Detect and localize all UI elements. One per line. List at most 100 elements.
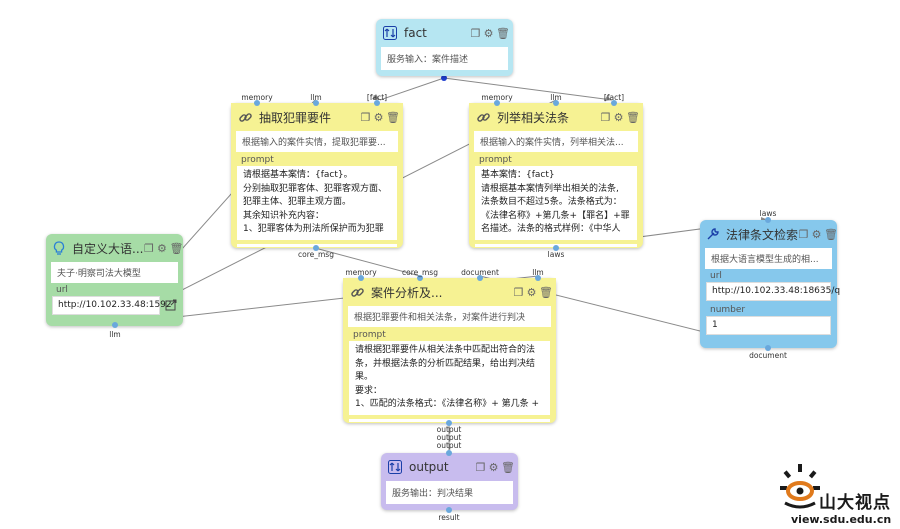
llm-node[interactable]: 自定义大语... ❐ ⚙ 🗑 夫子·明察司法大模型 url http://10.… bbox=[46, 234, 183, 326]
fact-node[interactable]: fact ❐ ⚙ 🗑 服务输入：案件描述 bbox=[376, 19, 513, 76]
output-node[interactable]: output ❐ ⚙ 🗑 服务输出：判决结果 bbox=[381, 453, 518, 510]
node-description: 服务输出：判决结果 bbox=[386, 481, 513, 504]
io-icon bbox=[387, 459, 403, 475]
port-label: llm bbox=[109, 330, 121, 339]
port-label: output bbox=[436, 433, 462, 442]
prompt-line: 基本案情：{fact} bbox=[481, 170, 555, 180]
prompt-line: 分别抽取犯罪客体、犯罪客观方面、 bbox=[243, 183, 388, 194]
port-output-out[interactable] bbox=[446, 507, 452, 513]
prompt-textarea[interactable]: 基本案情：{fact} 请根据基本案情列举出相关的法条, 法条数目不超过5条。法… bbox=[475, 166, 637, 240]
copy-icon[interactable]: ❐ bbox=[513, 285, 524, 299]
prompt-line: 法条数目不超过5条。法条格式为： bbox=[481, 197, 622, 207]
port-analysis-llm[interactable] bbox=[535, 275, 541, 281]
gear-icon[interactable]: ⚙ bbox=[488, 460, 499, 474]
port-laws-fact[interactable] bbox=[611, 100, 617, 106]
gear-icon[interactable]: ⚙ bbox=[811, 227, 822, 241]
port-search-out[interactable] bbox=[765, 345, 771, 351]
node-title: 自定义大语... bbox=[72, 241, 144, 256]
gear-icon[interactable]: ⚙ bbox=[613, 110, 624, 124]
prompt-line: 条，并根据法条的分析匹配结果，给出判决结 bbox=[355, 358, 536, 369]
trash-icon[interactable]: 🗑 bbox=[501, 460, 515, 474]
node-title: 法律条文检索 bbox=[726, 227, 799, 242]
trash-icon[interactable]: 🗑 bbox=[824, 227, 838, 241]
port-label: document bbox=[749, 351, 787, 360]
port-output-in[interactable] bbox=[446, 450, 452, 456]
port-label: memory bbox=[345, 268, 377, 277]
prompt-line: 1、犯罪客体为刑法所保护而为犯罪 bbox=[243, 224, 384, 234]
port-llm-out[interactable] bbox=[112, 322, 118, 328]
gear-icon[interactable]: ⚙ bbox=[526, 285, 537, 299]
node-description: 根据大语言模型生成的相... bbox=[705, 248, 832, 269]
prompt-line: 请根据犯罪要件从相关法条中匹配出符合的法 bbox=[355, 345, 536, 355]
node-title: 抽取犯罪要件 bbox=[259, 110, 332, 125]
node-title: output bbox=[409, 460, 449, 474]
copy-icon[interactable]: ❐ bbox=[798, 227, 809, 241]
copy-icon[interactable]: ❐ bbox=[475, 460, 486, 474]
analysis-node[interactable]: 案件分析及... ❐ ⚙ 🗑 根据犯罪要件和相关法条，对案件进行判决 promp… bbox=[343, 278, 556, 423]
url-label: url bbox=[710, 271, 722, 281]
port-laws-out[interactable] bbox=[553, 245, 559, 251]
output-node-header[interactable]: output ❐ ⚙ 🗑 bbox=[381, 453, 518, 481]
port-extract-out[interactable] bbox=[313, 245, 319, 251]
node-description: 根据输入的案件实情，列举相关法... bbox=[474, 131, 638, 152]
prompt-line: 1、匹配的法条格式：《法律名称》+ 第几条 + bbox=[355, 399, 540, 409]
port-label: core_msg bbox=[402, 268, 438, 277]
gear-icon[interactable]: ⚙ bbox=[157, 241, 167, 255]
port-analysis-memory[interactable] bbox=[358, 275, 364, 281]
port-analysis-core-msg[interactable] bbox=[417, 275, 423, 281]
laws-node-header[interactable]: 列举相关法条 ❐ ⚙ 🗑 bbox=[469, 103, 643, 131]
port-label: [fact] bbox=[603, 93, 625, 102]
port-analysis-document[interactable] bbox=[477, 275, 483, 281]
extract-node[interactable]: 抽取犯罪要件 ❐ ⚙ 🗑 根据输入的案件实情，提取犯罪要... prompt 请… bbox=[231, 103, 403, 248]
extract-node-header[interactable]: 抽取犯罪要件 ❐ ⚙ 🗑 bbox=[231, 103, 403, 131]
port-label: document bbox=[461, 268, 499, 277]
trash-icon[interactable]: 🗑 bbox=[539, 285, 553, 299]
port-label: result bbox=[438, 513, 460, 522]
trash-icon[interactable]: 🗑 bbox=[169, 241, 184, 255]
laws-node[interactable]: 列举相关法条 ❐ ⚙ 🗑 根据输入的案件实情，列举相关法... prompt 基… bbox=[469, 103, 643, 248]
prompt-line: 其余知识补充内容： bbox=[243, 210, 325, 221]
port-label: output bbox=[436, 425, 462, 434]
prompt-textarea[interactable]: 请根据基本案情：{fact}。 分别抽取犯罪客体、犯罪客观方面、 犯罪主体、犯罪… bbox=[237, 166, 397, 240]
gear-icon[interactable]: ⚙ bbox=[483, 26, 494, 40]
prompt-label: prompt bbox=[479, 155, 512, 165]
node-description: 根据输入的案件实情，提取犯罪要... bbox=[236, 131, 398, 152]
fact-node-header[interactable]: fact ❐ ⚙ 🗑 bbox=[376, 19, 513, 47]
search-node-header[interactable]: 法律条文检索 ❐ ⚙ 🗑 bbox=[700, 220, 838, 248]
port-laws-memory[interactable] bbox=[494, 100, 500, 106]
trash-icon[interactable]: 🗑 bbox=[626, 110, 640, 124]
copy-icon[interactable]: ❐ bbox=[360, 110, 371, 124]
copy-icon[interactable]: ❐ bbox=[470, 26, 481, 40]
port-analysis-out[interactable] bbox=[446, 420, 452, 426]
watermark-logo: 山大视点 view.sdu.edu.cn bbox=[777, 463, 900, 529]
link-icon bbox=[349, 284, 365, 300]
url-input[interactable]: http://10.102.33.48:1592 bbox=[52, 296, 172, 315]
port-extract-memory[interactable] bbox=[254, 100, 260, 106]
prompt-line: 名描述。法条的格式样例：《中华人 bbox=[481, 224, 621, 234]
gear-icon[interactable]: ⚙ bbox=[373, 110, 384, 124]
io-icon bbox=[382, 25, 398, 41]
external-link-icon[interactable] bbox=[165, 296, 177, 315]
watermark-brand: 山大视点 bbox=[819, 493, 891, 513]
port-label: llm bbox=[550, 93, 562, 102]
copy-icon[interactable]: ❐ bbox=[144, 241, 154, 255]
prompt-textarea[interactable]: 请根据犯罪要件从相关法条中匹配出符合的法 条，并根据法条的分析匹配结果，给出判决… bbox=[349, 341, 550, 415]
wrench-icon bbox=[706, 226, 720, 242]
copy-icon[interactable]: ❐ bbox=[600, 110, 611, 124]
trash-icon[interactable]: 🗑 bbox=[496, 26, 510, 40]
prompt-line: 《法律名称》+第几条+【罪名】+罪 bbox=[481, 210, 630, 221]
port-label: core_msg bbox=[298, 250, 334, 259]
node-title: 案件分析及... bbox=[371, 285, 443, 300]
trash-icon[interactable]: 🗑 bbox=[386, 110, 400, 124]
url-input[interactable]: http://10.102.33.48:18635/q bbox=[706, 282, 840, 301]
llm-node-header[interactable]: 自定义大语... ❐ ⚙ 🗑 bbox=[46, 234, 183, 262]
number-input[interactable]: 1 bbox=[706, 316, 831, 335]
analysis-node-header[interactable]: 案件分析及... ❐ ⚙ 🗑 bbox=[343, 278, 556, 306]
node-description: 根据犯罪要件和相关法条，对案件进行判决 bbox=[348, 306, 551, 327]
port-extract-fact[interactable] bbox=[374, 100, 380, 106]
port-laws-llm[interactable] bbox=[553, 100, 559, 106]
port-extract-llm[interactable] bbox=[313, 100, 319, 106]
search-node[interactable]: 法律条文检索 ❐ ⚙ 🗑 根据大语言模型生成的相... url http://1… bbox=[700, 220, 840, 348]
port-search-in[interactable] bbox=[765, 217, 771, 223]
wire-fact-to-laws bbox=[443, 77, 613, 101]
